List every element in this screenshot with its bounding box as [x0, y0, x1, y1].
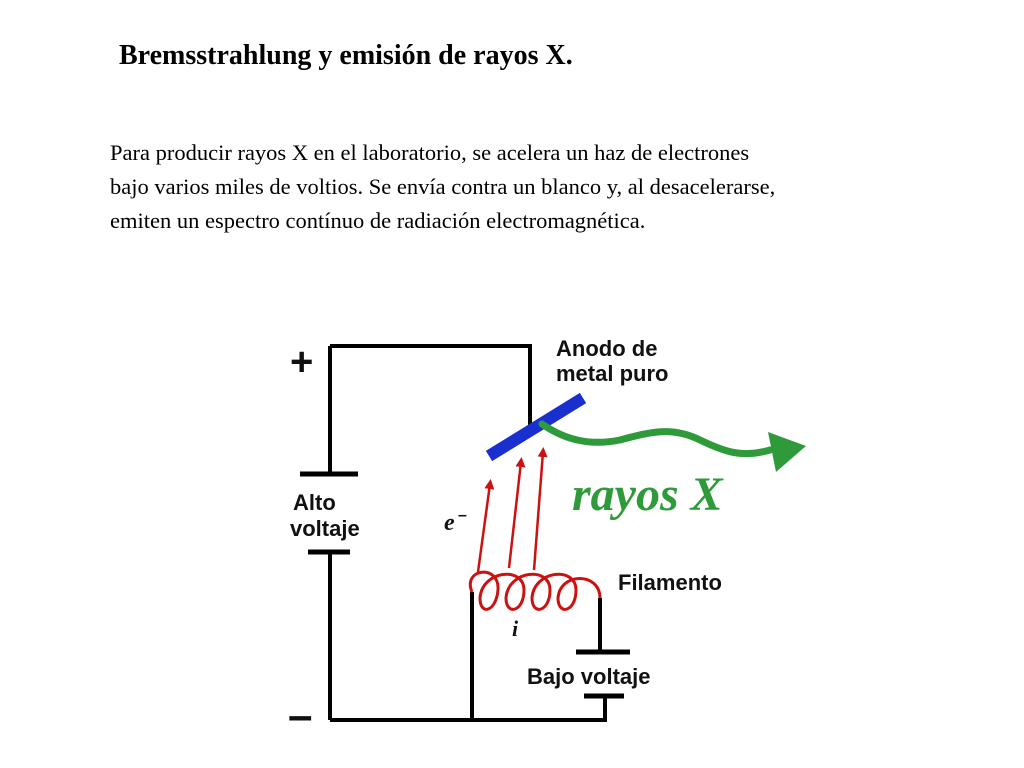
paragraph-line: bajo varios miles de voltios. Se envía c…: [110, 174, 776, 199]
low-voltage-label: Bajo voltaje: [527, 664, 650, 689]
plus-sign: +: [290, 340, 313, 384]
paragraph-line: emiten un espectro contínuo de radiación…: [110, 208, 646, 233]
description-paragraph: Para producir rayos X en el laboratorio,…: [110, 136, 990, 238]
xray-arrowhead: [768, 432, 806, 472]
filament-label: Filamento: [618, 570, 722, 595]
paragraph-line: Para producir rayos X en el laboratorio,…: [110, 140, 750, 165]
electron-arrow: [476, 479, 495, 573]
page-title: Bremsstrahlung y emisión de rayos X.: [119, 40, 573, 71]
electron-arrow: [507, 457, 526, 569]
electron-superscript: –: [458, 507, 467, 524]
current-label: i: [512, 616, 519, 641]
filament-coil: [468, 570, 602, 611]
circuit-wires: [328, 344, 607, 722]
minus-sign: –: [288, 691, 312, 740]
electron-beam: [476, 447, 548, 573]
high-voltage-battery: [300, 471, 358, 555]
electron-label: e: [444, 510, 455, 536]
anode-label-line2: metal puro: [556, 361, 668, 386]
anode-plate: [485, 392, 587, 462]
low-voltage-battery: [576, 649, 630, 699]
high-voltage-label-line2: voltaje: [290, 516, 360, 541]
top-wire: [330, 344, 532, 430]
high-voltage-label-line1: Alto: [293, 490, 336, 515]
anode-label-line1: Anodo de: [556, 336, 657, 361]
bottom-wire: [330, 696, 607, 722]
xray-label: rayos X: [572, 468, 724, 521]
electron-arrow: [532, 447, 548, 571]
xray-wave: [538, 420, 774, 458]
